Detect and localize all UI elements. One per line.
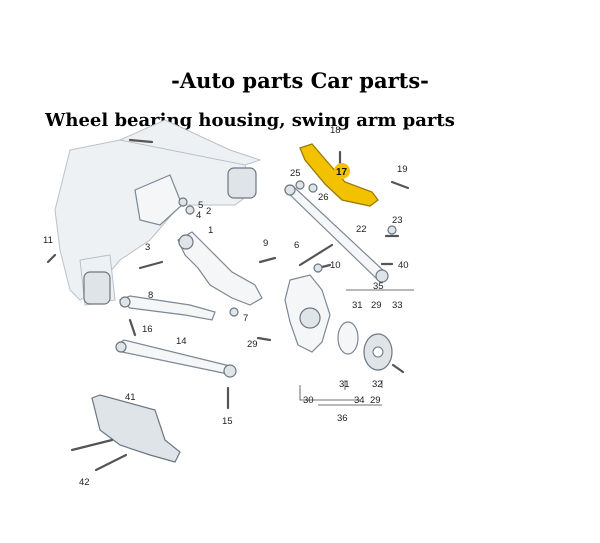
callout-8: 8 [148,290,153,301]
callout-26: 26 [318,192,329,203]
callout-4: 4 [196,210,201,221]
callout-23: 23 [392,215,403,226]
callout-34: 34 [354,395,365,406]
link-8 [118,295,216,321]
callout-7: 7 [243,313,248,324]
cover-41 [91,394,181,463]
subframe [54,119,262,306]
control-arm-1 [177,231,263,306]
callout-42: 42 [79,477,90,488]
callout-19: 19 [397,164,408,175]
callout-2: 2 [206,206,211,217]
callout-1: 1 [208,225,213,236]
callout-31-a: 31 [352,300,363,311]
callout-16: 16 [142,324,153,335]
upper-control-arm-17 [299,143,379,207]
bearing-31 [337,321,359,355]
callout-33: 33 [392,300,403,311]
callout-25: 25 [290,168,301,179]
rubber-mount-right [227,167,257,199]
callout-11: 11 [43,235,53,246]
callout-14: 14 [176,336,187,347]
callout-32: 32 [372,379,383,390]
page-subtitle: Wheel bearing housing, swing arm parts [45,110,455,131]
callout-40: 40 [398,260,409,271]
callout-9: 9 [263,238,268,249]
callout-6: 6 [294,240,299,251]
link-14 [117,339,231,375]
callout-17: 17 [336,167,348,178]
callout-17-marker [334,163,350,179]
callout-30: 30 [303,395,314,406]
callout-5: 5 [198,200,203,211]
rubber-mount-left [83,271,111,305]
callout-10: 10 [330,260,341,271]
callout-35: 35 [373,281,384,292]
callout-15: 15 [222,416,233,427]
callout-41: 41 [125,392,136,403]
callout-29-a: 29 [247,339,258,350]
callout-36: 36 [337,413,348,424]
callout-22: 22 [356,224,367,235]
callout-18: 18 [330,125,341,136]
callout-29-b: 29 [371,300,382,311]
callout-3: 3 [145,242,150,253]
callout-29-c: 29 [370,395,381,406]
callout-31-b: 31 [339,379,350,390]
page-title: -Auto parts Car parts- [171,68,429,93]
